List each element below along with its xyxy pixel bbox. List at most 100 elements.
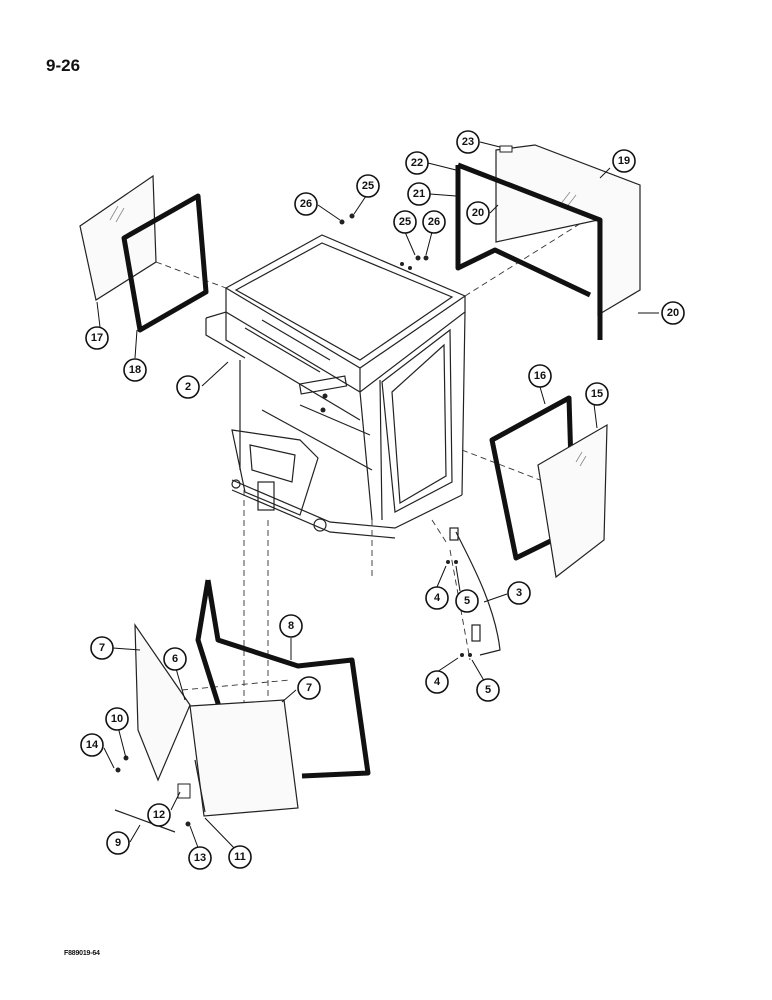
callout-3: 3: [507, 581, 531, 605]
callout-7b: 7: [297, 676, 321, 700]
callout-label: 22: [411, 157, 423, 169]
callout-circle: [228, 845, 252, 869]
callout-circle: [279, 614, 303, 638]
callout-8: 8: [279, 614, 303, 638]
callout-label: 5: [464, 595, 470, 607]
windshield-seal: [195, 579, 371, 779]
callout-circle: [528, 364, 552, 388]
callout-label: 3: [516, 587, 522, 599]
callout-label: 20: [472, 207, 484, 219]
callout-label: 7: [306, 682, 312, 694]
callout-circle: [90, 636, 114, 660]
callout-13: 13: [188, 846, 212, 870]
callout-circle: [422, 210, 446, 234]
wiper-arm: [114, 809, 176, 833]
callout-label: 6: [172, 653, 178, 665]
page-number: 9-26: [46, 56, 81, 75]
callout-20a: 20: [466, 201, 490, 225]
callout-label: 12: [153, 809, 165, 821]
callout-circle: [188, 846, 212, 870]
callout-label: 15: [591, 388, 603, 400]
callout-label: 7: [99, 642, 105, 654]
callout-15: 15: [585, 382, 609, 406]
callout-label: 4: [434, 592, 441, 604]
callout-label: 9: [115, 837, 121, 849]
callout-18: 18: [123, 358, 147, 382]
callout-label: 20: [667, 307, 679, 319]
callout-label: 26: [300, 198, 312, 210]
callout-circle: [147, 803, 171, 827]
callout-label: 16: [534, 370, 546, 382]
callout-circle: [297, 676, 321, 700]
callout-circle: [455, 589, 479, 613]
callout-label: 25: [362, 180, 374, 192]
callout-circle: [425, 670, 449, 694]
callout-circle: [585, 382, 609, 406]
callout-label: 10: [111, 713, 123, 725]
callout-22: 22: [405, 151, 429, 175]
callout-circle: [163, 647, 187, 671]
callout-label: 19: [618, 155, 630, 167]
side-window-glass-upper: [495, 144, 641, 317]
callout-circle: [294, 192, 318, 216]
callout-circle: [661, 301, 685, 325]
callout-17: 17: [85, 326, 109, 350]
callout-label: 8: [288, 620, 294, 632]
callout-11: 11: [228, 845, 252, 869]
callout-circle: [507, 581, 531, 605]
figure-code: F889019-64: [64, 950, 100, 957]
callout-19: 19: [612, 149, 636, 173]
callout-21: 21: [407, 182, 431, 206]
callout-12: 12: [147, 803, 171, 827]
callout-7a: 7: [90, 636, 114, 660]
callout-10: 10: [105, 707, 129, 731]
callout-circle: [80, 733, 104, 757]
windshield-glass-outer: [134, 622, 191, 782]
wiper-bracket: [177, 783, 191, 799]
callout-circle: [405, 151, 429, 175]
callout-circle: [476, 678, 500, 702]
callout-circle: [456, 130, 480, 154]
callout-label: 26: [428, 216, 440, 228]
callout-14: 14: [80, 733, 104, 757]
callout-6: 6: [163, 647, 187, 671]
callout-circle: [425, 586, 449, 610]
callout-circle: [356, 174, 380, 198]
callout-circle: [85, 326, 109, 350]
callout-label: 21: [413, 188, 425, 200]
callout-label: 5: [485, 684, 491, 696]
callout-25b: 25: [393, 210, 417, 234]
callout-5b: 5: [476, 678, 500, 702]
seal-clip: [499, 145, 513, 153]
callout-20b: 20: [661, 301, 685, 325]
callout-circle: [393, 210, 417, 234]
callout-label: 4: [434, 676, 441, 688]
callout-circle: [612, 149, 636, 173]
callout-2: 2: [176, 375, 200, 399]
rear-window-glass: [79, 174, 157, 301]
callout-label: 25: [399, 216, 411, 228]
callout-26a: 26: [294, 192, 318, 216]
callout-4b: 4: [425, 670, 449, 694]
callout-9: 9: [106, 831, 130, 855]
callout-23: 23: [456, 130, 480, 154]
callout-circle: [466, 201, 490, 225]
callout-25a: 25: [356, 174, 380, 198]
callout-circle: [176, 375, 200, 399]
callout-5a: 5: [455, 589, 479, 613]
callout-label: 13: [194, 852, 206, 864]
callout-circle: [106, 831, 130, 855]
callout-label: 23: [462, 136, 474, 148]
callout-label: 14: [86, 739, 99, 751]
side-window-seal-upper: [455, 162, 603, 340]
callout-circle: [123, 358, 147, 382]
callout-label: 18: [129, 364, 141, 376]
windshield-glass: [189, 699, 299, 817]
callout-label: 11: [234, 851, 246, 863]
callout-label: 2: [185, 381, 191, 393]
callout-16: 16: [528, 364, 552, 388]
callout-circle: [105, 707, 129, 731]
rear-window-seal: [121, 193, 209, 333]
cab-frame: [205, 234, 467, 539]
